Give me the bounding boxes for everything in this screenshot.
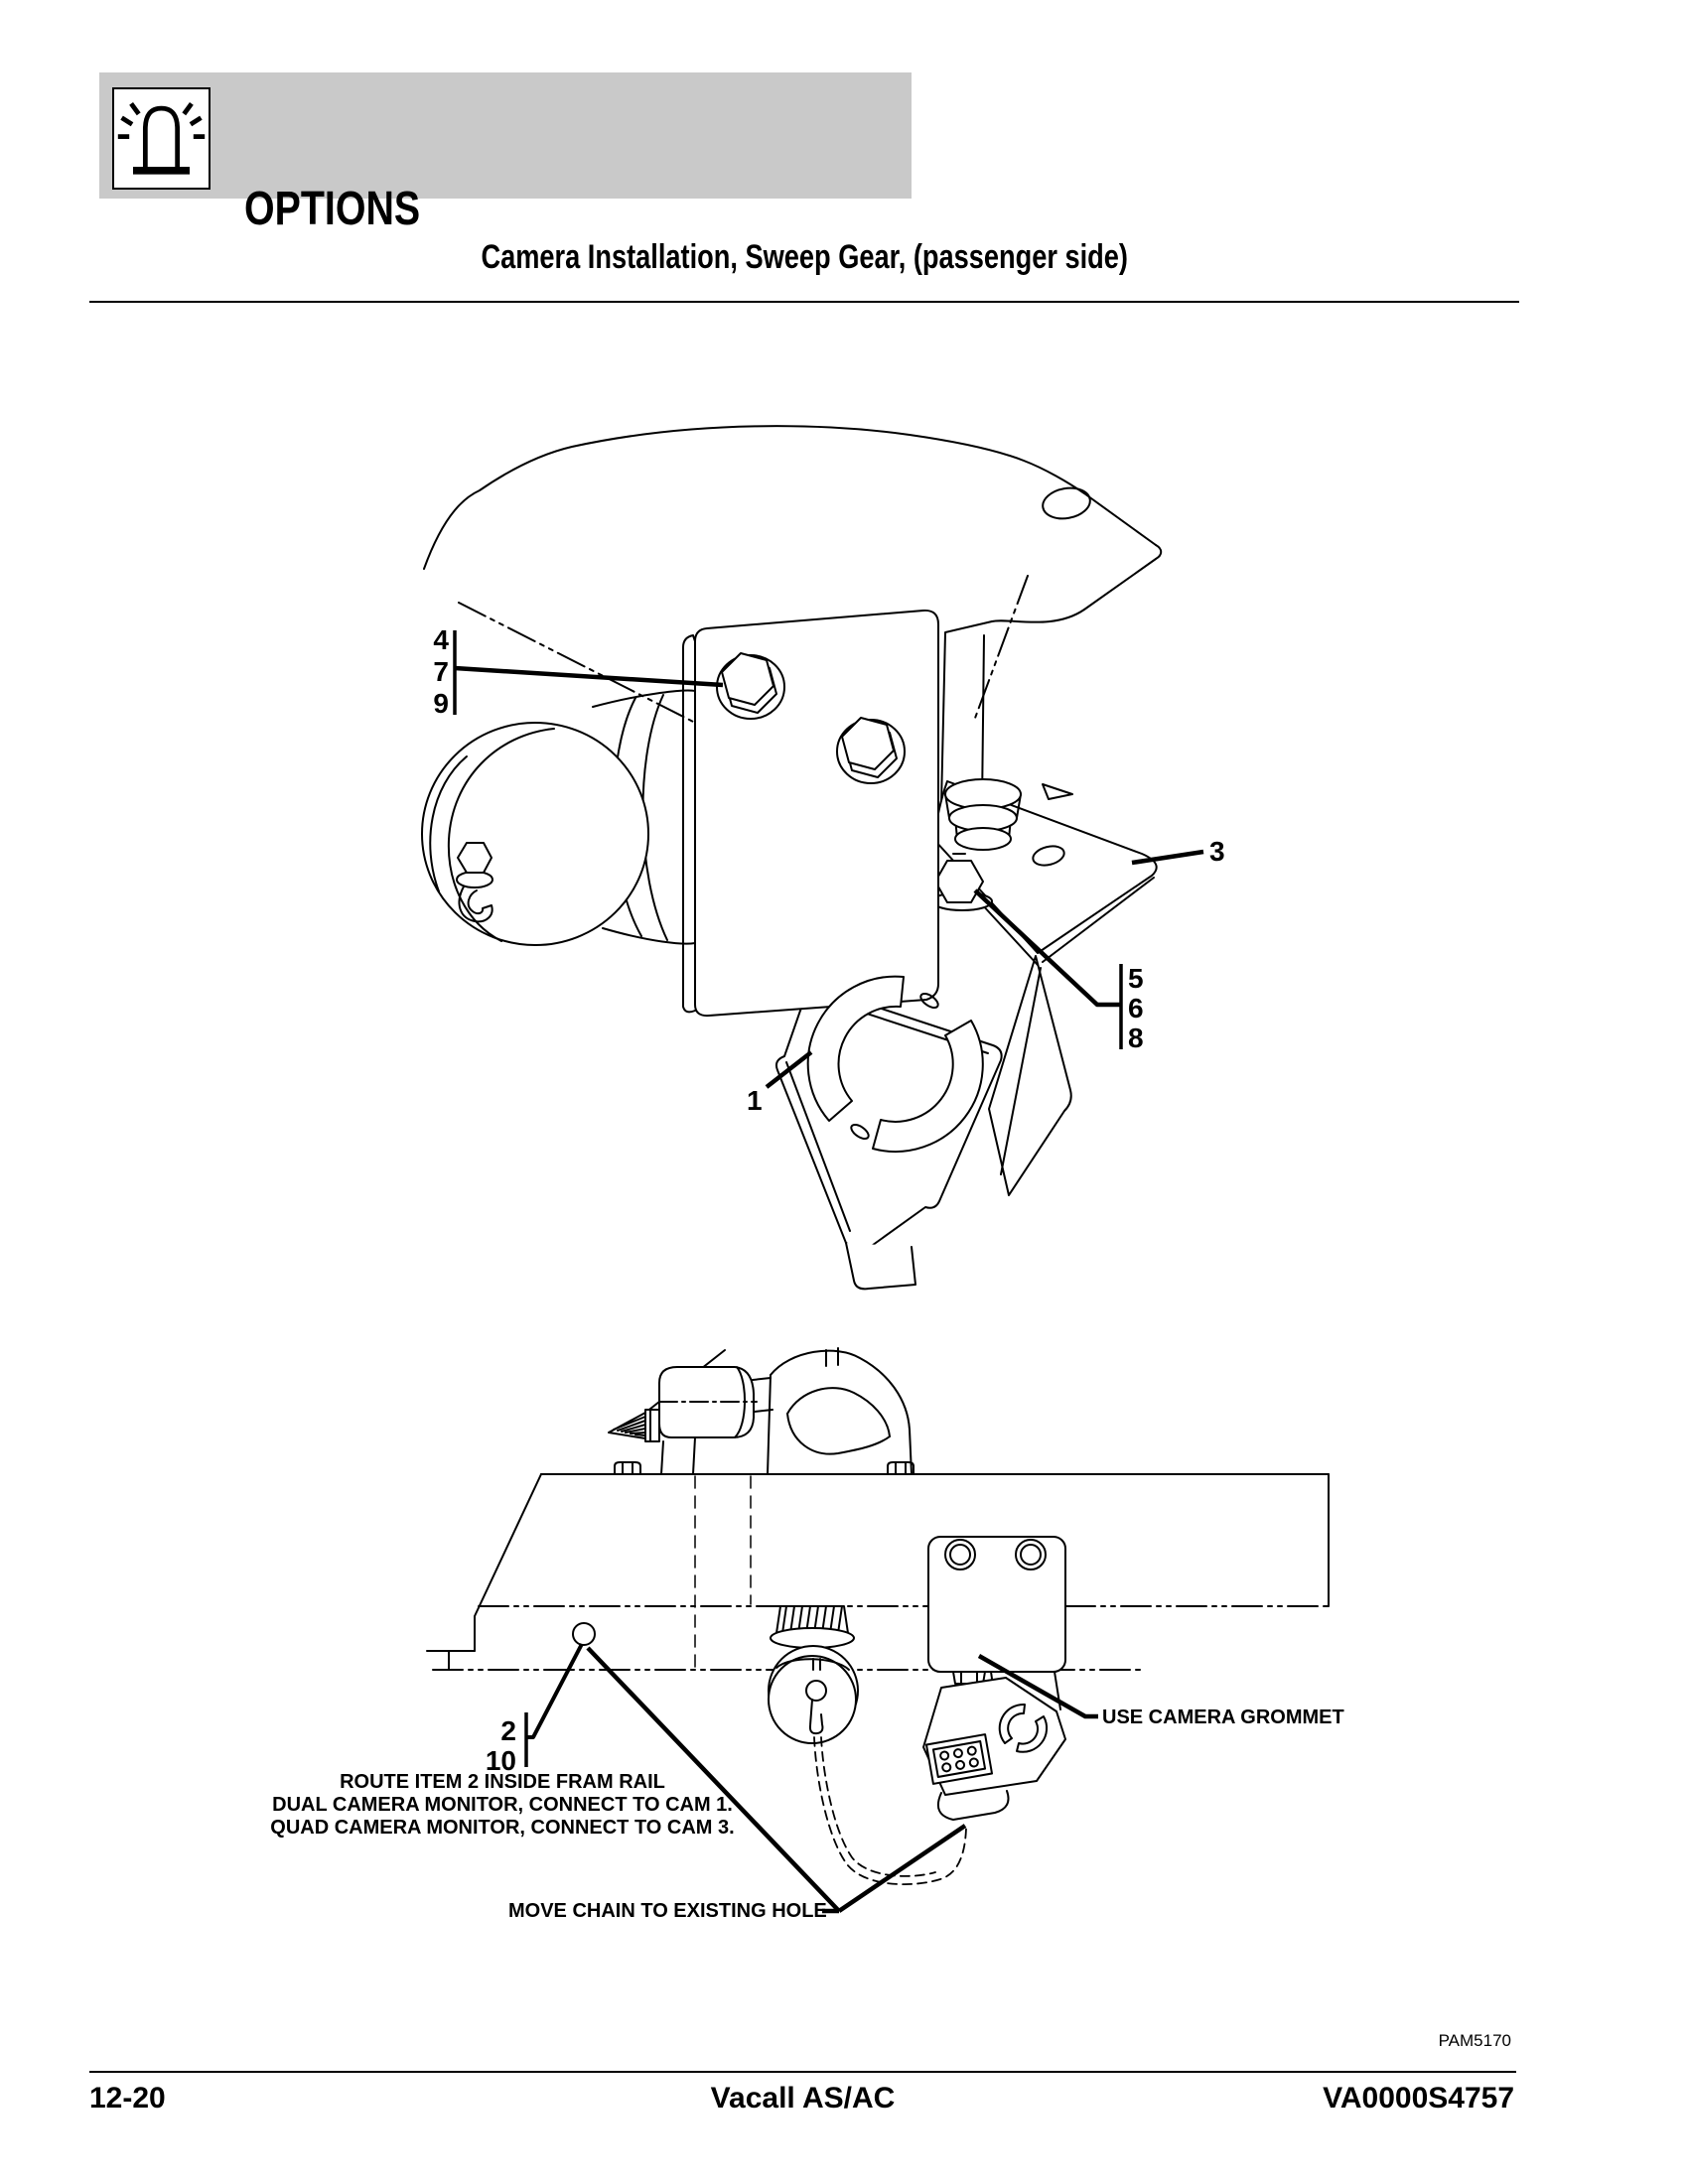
callout-5-6-8: 5 6 8 xyxy=(1128,964,1144,1053)
title-rule xyxy=(89,301,1519,303)
figure2-frame-rail xyxy=(426,1461,1330,1671)
options-label: OPTIONS xyxy=(244,183,421,235)
figure2-plug-and-chain xyxy=(768,1605,967,1885)
figure1-right-arm-bracket xyxy=(988,955,1072,1196)
figure1-nut-washer xyxy=(931,853,993,911)
figure-code: PAM5170 xyxy=(1438,2031,1511,2050)
footer-rule xyxy=(89,2071,1516,2073)
footer-page-number: 12-20 xyxy=(89,2082,166,2115)
callout-3: 3 xyxy=(1209,836,1225,867)
callout-8: 8 xyxy=(1128,1023,1144,1053)
existing-hole xyxy=(572,1622,596,1646)
route-note-line1: ROUTE ITEM 2 INSIDE FRAM RAIL xyxy=(340,1771,665,1793)
callout-10: 10 xyxy=(485,1745,516,1776)
page-title-wrap: Camera Installation, Sweep Gear, (passen… xyxy=(89,238,1519,277)
move-chain-label: MOVE CHAIN TO EXISTING HOLE xyxy=(508,1900,827,1922)
route-note-line3: QUAD CAMERA MONITOR, CONNECT TO CAM 3. xyxy=(270,1817,735,1839)
route-note-line2: DUAL CAMERA MONITOR, CONNECT TO CAM 1. xyxy=(272,1794,733,1816)
figure1-clamp-ring xyxy=(806,975,984,1154)
figure2-camera-assembly xyxy=(922,1536,1066,1821)
callout-9: 9 xyxy=(433,688,449,719)
callout-6: 6 xyxy=(1128,993,1144,1024)
figure1-rubber-mount-stack xyxy=(944,778,1022,851)
callout-1: 1 xyxy=(747,1085,763,1116)
callout-7: 7 xyxy=(433,656,449,687)
options-banner: OPTIONS xyxy=(99,72,912,235)
figure1-camera-cylinder xyxy=(421,689,696,946)
footer-model: Vacall AS/AC xyxy=(710,2082,896,2115)
figure2-sweep-gear xyxy=(608,1347,913,1475)
figure1-hood-panel xyxy=(423,425,1163,845)
figure1-lower-bracket xyxy=(774,984,1003,1291)
callout-4-7-9: 4 7 9 xyxy=(387,624,449,720)
use-camera-grommet-label: USE CAMERA GROMMET xyxy=(1102,1706,1344,1728)
figure1-hex-bolts xyxy=(716,652,906,784)
page-title: Camera Installation, Sweep Gear, (passen… xyxy=(481,238,1128,276)
beacon-light-icon xyxy=(117,101,206,175)
callout-5: 5 xyxy=(1128,963,1144,994)
footer-doc-number: VA0000S4757 xyxy=(1323,2082,1514,2115)
figure1-callout-leaders xyxy=(453,630,1204,1089)
beacon-icon-box xyxy=(112,87,211,190)
route-note: ROUTE ITEM 2 INSIDE FRAM RAIL DUAL CAMER… xyxy=(268,1771,737,1840)
callout-4: 4 xyxy=(433,624,449,655)
callout-2-10: 2 10 xyxy=(457,1716,516,1776)
figure1-mounting-plate xyxy=(933,780,1158,966)
callout-2: 2 xyxy=(500,1715,516,1746)
figure1-main-bracket xyxy=(682,609,939,1018)
